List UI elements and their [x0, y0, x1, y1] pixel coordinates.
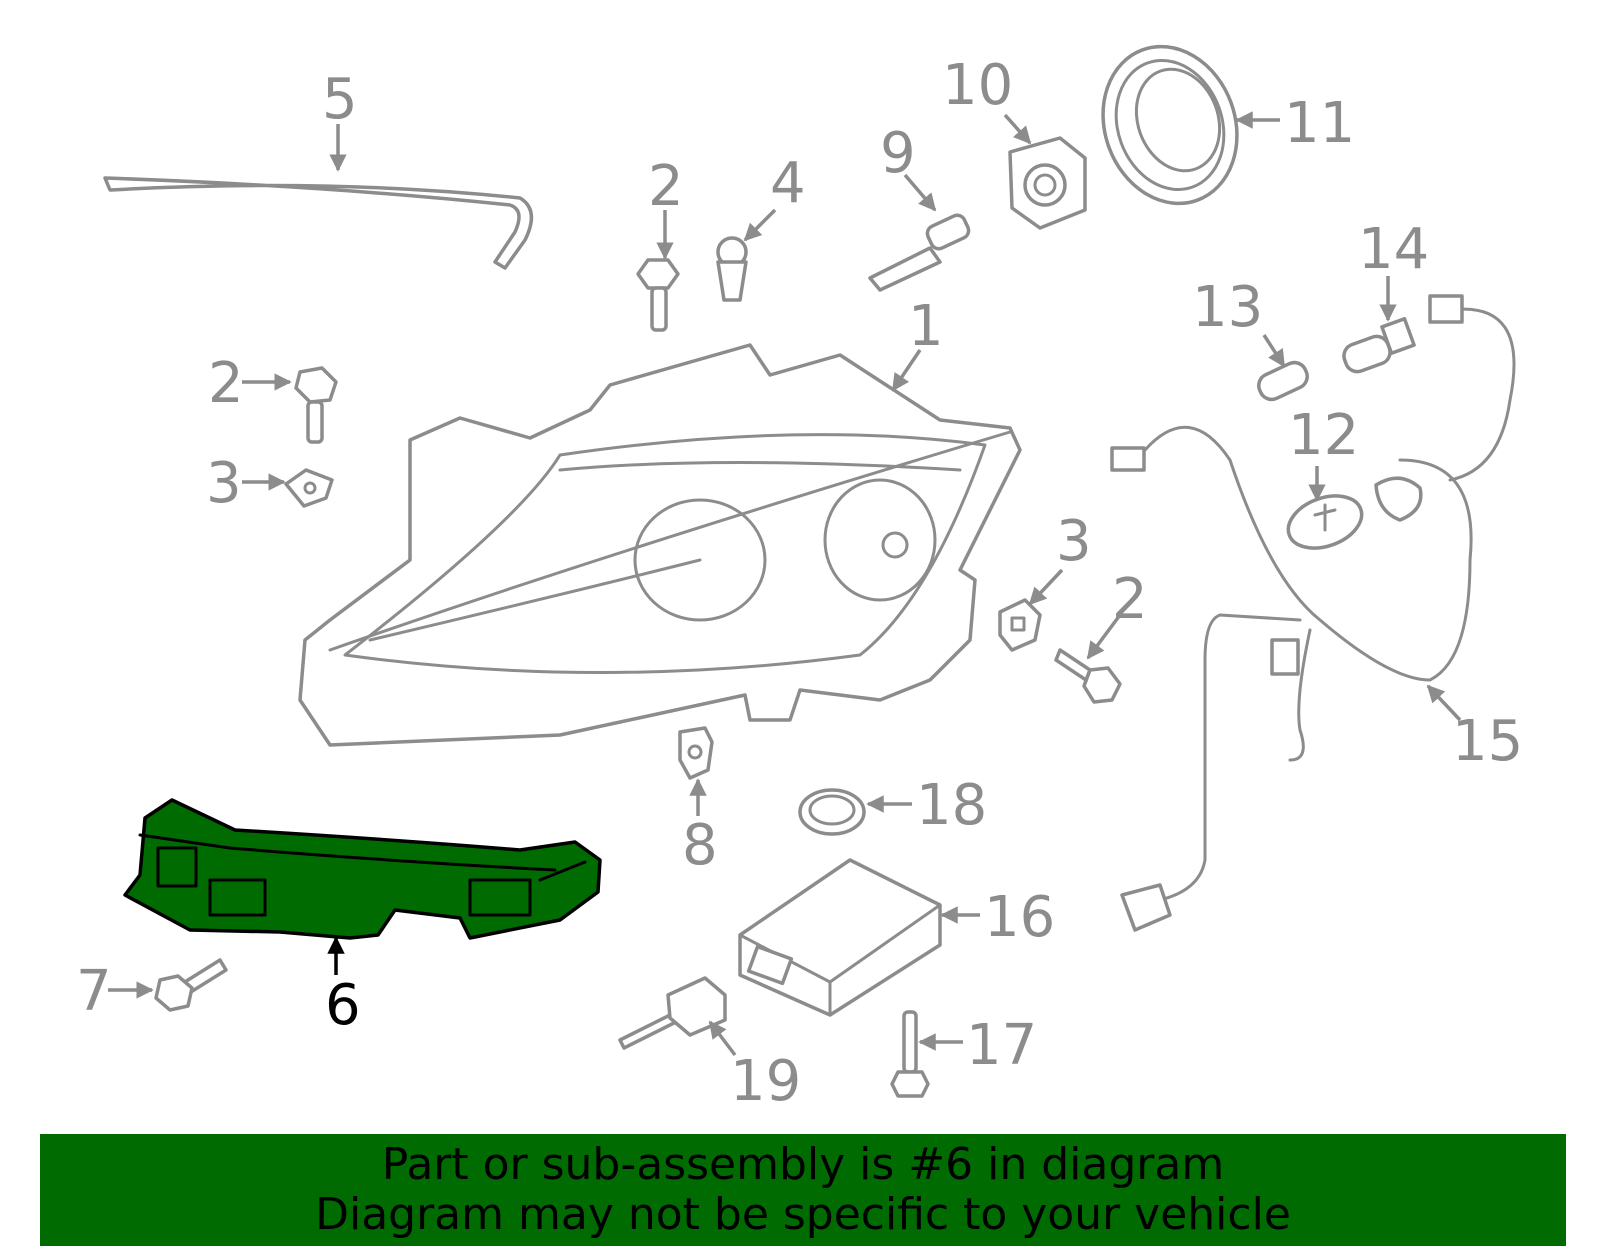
callout-3-left[interactable]: 3 — [206, 451, 242, 516]
callout-numbers: 1 2 2 2 3 3 4 5 6 7 8 9 10 11 12 13 14 1… — [76, 53, 1523, 1114]
part-11-cap[interactable] — [1082, 28, 1259, 223]
callout-7[interactable]: 7 — [76, 959, 112, 1024]
part-4-clip[interactable] — [716, 236, 748, 302]
part-9-bulb[interactable] — [868, 213, 971, 292]
part-13-bulb[interactable] — [1255, 359, 1311, 404]
part-3-clip-nut-left[interactable] — [284, 468, 334, 508]
part-8-clip[interactable] — [678, 726, 714, 780]
callout-1[interactable]: 1 — [908, 294, 944, 359]
callout-15[interactable]: 15 — [1452, 709, 1523, 774]
callout-16[interactable]: 16 — [984, 885, 1055, 950]
callout-4[interactable]: 4 — [770, 151, 806, 216]
banner-line-2: Diagram may not be specific to your vehi… — [315, 1189, 1291, 1240]
part-14-bulb[interactable] — [1341, 316, 1416, 375]
callout-13[interactable]: 13 — [1192, 275, 1263, 340]
part-19-connector[interactable] — [618, 976, 727, 1050]
callout-2-left[interactable]: 2 — [208, 351, 244, 416]
leader-arrows — [108, 111, 1462, 1057]
callout-11[interactable]: 11 — [1284, 91, 1355, 156]
callout-2-top[interactable]: 2 — [648, 154, 684, 219]
part-3-clip-nut-right[interactable] — [998, 598, 1042, 652]
part-12-bulb[interactable] — [1281, 486, 1369, 557]
banner-line-1: Part or sub-assembly is #6 in diagram — [381, 1139, 1225, 1190]
part-5-trim-strip[interactable] — [103, 176, 534, 270]
part-7-bolt[interactable] — [154, 958, 228, 1012]
callout-17[interactable]: 17 — [966, 1013, 1037, 1078]
callout-10[interactable]: 10 — [942, 53, 1013, 118]
callout-8[interactable]: 8 — [682, 813, 718, 878]
part-15-harness[interactable] — [1110, 294, 1516, 932]
callout-18[interactable]: 18 — [916, 773, 987, 838]
callout-3-right[interactable]: 3 — [1056, 509, 1092, 574]
part-2-bolt-right[interactable] — [1054, 648, 1122, 704]
callout-5[interactable]: 5 — [322, 67, 358, 132]
part-6-bracket-highlighted[interactable] — [123, 798, 602, 940]
callout-6[interactable]: 6 — [325, 973, 361, 1038]
part-16-module[interactable] — [738, 858, 942, 1017]
part-17-bolt[interactable] — [890, 1010, 930, 1098]
callout-9[interactable]: 9 — [880, 121, 916, 186]
info-banner: Part or sub-assembly is #6 in diagram Di… — [40, 1134, 1566, 1246]
part-2-bolt-top[interactable] — [636, 258, 680, 332]
callout-14[interactable]: 14 — [1358, 217, 1429, 282]
callout-19[interactable]: 19 — [730, 1049, 801, 1114]
part-10-socket[interactable] — [1008, 136, 1087, 230]
part-2-bolt-left[interactable] — [294, 366, 338, 444]
part-1-headlamp[interactable] — [298, 343, 1022, 747]
callout-2-right[interactable]: 2 — [1112, 567, 1148, 632]
callout-12[interactable]: 12 — [1288, 403, 1359, 468]
part-18-grommet[interactable] — [798, 788, 866, 836]
